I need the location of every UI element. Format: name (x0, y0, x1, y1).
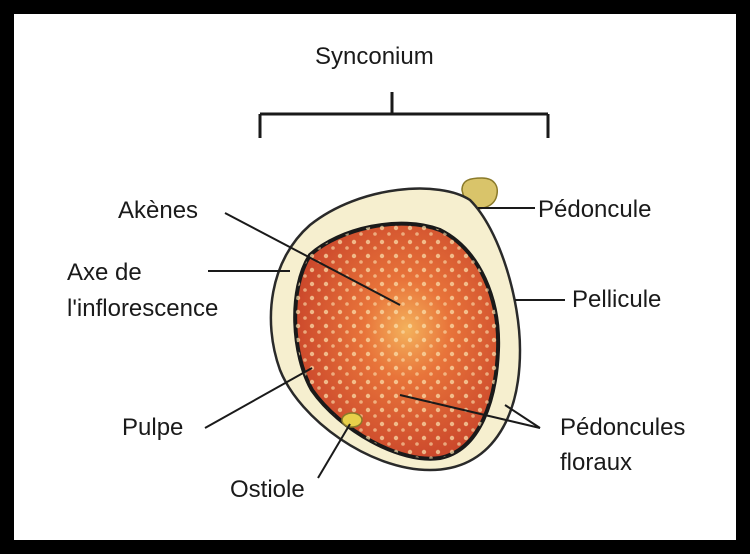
label-axe-line1: Axe de (67, 258, 142, 288)
ostiole-shape (342, 413, 362, 427)
label-pedoncules-line1: Pédoncules (560, 413, 685, 443)
label-pellicule: Pellicule (572, 285, 661, 315)
synconium-bracket (260, 92, 548, 138)
label-pulpe: Pulpe (122, 413, 183, 443)
title-synconium: Synconium (315, 42, 434, 72)
label-ostiole: Ostiole (230, 475, 305, 505)
label-axe-line2: l'inflorescence (67, 294, 218, 324)
label-pedoncules-line2: floraux (560, 448, 632, 478)
label-akenes: Akènes (118, 196, 198, 226)
label-pedoncule: Pédoncule (538, 195, 651, 225)
